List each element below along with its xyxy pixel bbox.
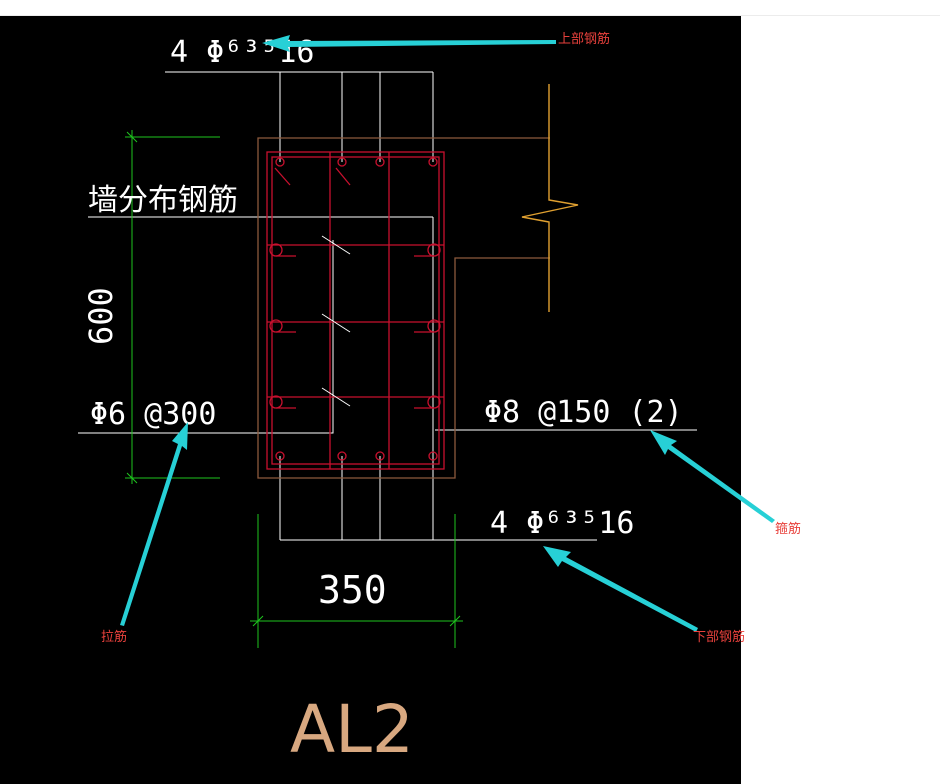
tie-marks <box>321 235 351 407</box>
top-arrow <box>262 35 556 52</box>
annotation-bottom-rebar: 下部钢筋 <box>693 629 745 645</box>
height-dim-text: 600 <box>82 287 120 345</box>
tie-arrow <box>120 422 188 626</box>
cad-drawing: 4 Φ⁶³⁵16 墙分布钢筋 600 Φ6 @300 Φ8 @150 (2) 4… <box>0 16 801 784</box>
rebar-bar <box>337 451 347 461</box>
leader-lines <box>78 71 697 541</box>
annotation-top-rebar: 上部钢筋 <box>558 31 610 47</box>
rebar-bar <box>428 451 438 461</box>
outer-stirrup-inner <box>271 156 440 465</box>
tie-bar-label: Φ6 @300 <box>90 397 216 432</box>
rebar-cage <box>266 151 445 470</box>
top-rebar-label: 4 Φ⁶³⁵16 <box>170 35 315 70</box>
rebar-bar <box>275 451 285 461</box>
beam-outline <box>257 137 550 479</box>
top-bar <box>0 0 940 16</box>
drawing-canvas <box>0 16 741 784</box>
bottom-rebar-label: 4 Φ⁶³⁵16 <box>490 506 635 541</box>
dimensions <box>125 130 463 648</box>
width-dim-text: 350 <box>318 568 387 612</box>
annotation-arrows <box>120 35 775 632</box>
rebar-bar <box>275 157 285 167</box>
wall-break-line <box>521 84 579 312</box>
annotation-tie-bar: 拉筋 <box>101 629 127 645</box>
beam-name: AL2 <box>290 691 414 768</box>
rebar-bar <box>337 157 347 167</box>
stirrup-label: Φ8 @150 (2) <box>484 395 683 430</box>
bottom-arrow <box>543 546 698 632</box>
annotation-stirrup: 箍筋 <box>775 521 801 537</box>
rebar-bar <box>375 451 385 461</box>
stirrup-arrow <box>650 430 775 523</box>
outer-stirrup <box>266 151 445 470</box>
wall-rebar-label: 墙分布钢筋 <box>88 183 238 218</box>
rebar-bar <box>375 157 385 167</box>
tie-bar-leader <box>78 240 334 434</box>
rebar-bar <box>428 157 438 167</box>
